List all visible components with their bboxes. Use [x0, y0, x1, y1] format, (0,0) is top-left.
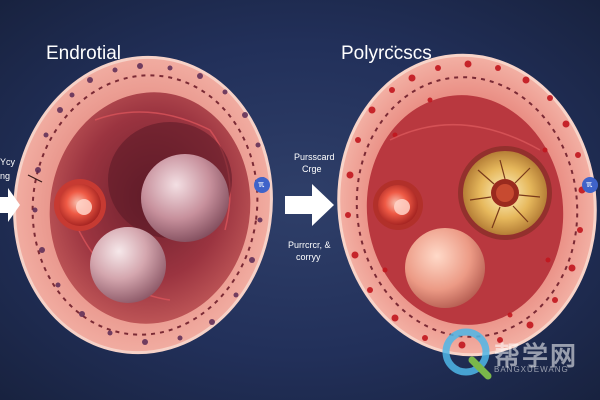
right-tissue [337, 53, 598, 357]
right-title: Polyrс̈csсs [341, 43, 432, 64]
watermark-subtext: BANGXUEWANG [494, 365, 569, 374]
left-arrow-icon [0, 188, 20, 222]
middle-arrow-icon [285, 184, 334, 226]
left-badge-glyph: ℼ [258, 179, 265, 189]
watermark-text: 帮学网 [494, 341, 579, 371]
left-badge-icon [254, 177, 270, 193]
right-badge-icon [582, 177, 598, 193]
left-side-label: Ycy [0, 157, 16, 167]
middle-bottom-label: Purrcrcr, & [288, 240, 331, 250]
left-side-label-2: ng [0, 171, 11, 181]
left-title: Endrotial [46, 43, 121, 64]
watermark-logo [442, 328, 492, 380]
middle-top-label: Pursscard [294, 152, 335, 162]
middle-top-label-2: Crge [302, 164, 322, 174]
right-badge-glyph: ℼ [586, 179, 593, 189]
left-tissue [13, 55, 273, 355]
middle-bottom-label-2: corryy [296, 252, 321, 262]
